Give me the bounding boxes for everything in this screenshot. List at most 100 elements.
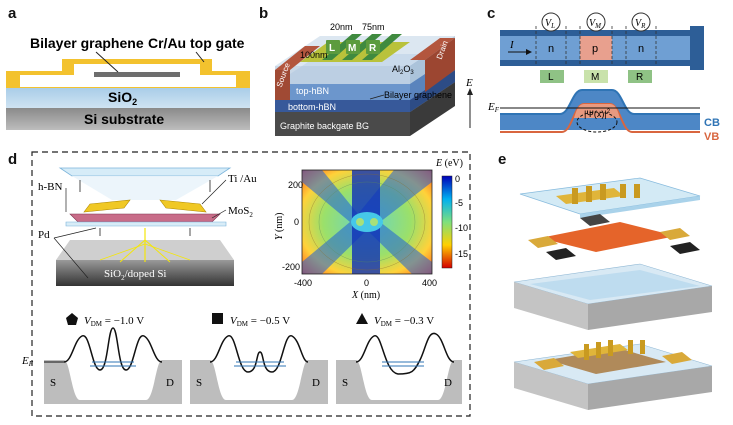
bottom-hbn-front — [275, 100, 410, 112]
pd-gate-line-4 — [99, 243, 146, 261]
tiau-pointer — [201, 179, 227, 205]
mos2-pointer — [211, 209, 227, 219]
map-frame — [301, 169, 433, 275]
colorbar-tick-1: -5 — [455, 198, 463, 208]
map-x-tick-400: 400 — [422, 278, 437, 288]
pd-gate-line-5 — [144, 243, 191, 261]
si-substrate-label: Si substrate — [84, 111, 164, 127]
profile-1-leads — [44, 360, 182, 404]
wavefunction — [576, 111, 618, 133]
panel-b-device-3d: L M R 20nm 75nm 100nm Al2O3 top-hBN Bila… — [275, 22, 473, 136]
pd-gate-line-3 — [144, 239, 171, 263]
profile-1-drain: D — [166, 377, 174, 389]
panel-label-b: b — [259, 5, 269, 22]
triangle-symbol — [356, 313, 368, 324]
panel-d-profiles: VDM = −1.0 V VDM = −0.5 V VDM = −0.3 V E… — [21, 313, 462, 404]
panel-d-potential-map: E (eV) 0 -5 -10 -15 200 0 -200 -400 0 40… — [274, 158, 468, 301]
profile-3-label: VDM = −0.3 V — [374, 315, 434, 328]
e-base-hbn — [530, 270, 700, 300]
gate-R-label: R — [369, 43, 377, 54]
tiau-label: Ti /Au — [228, 173, 257, 185]
gate-bridge — [62, 59, 212, 64]
gate-step-right — [200, 62, 212, 74]
e-assembled-finger-2 — [596, 342, 601, 358]
e-gate-finger-1 — [572, 188, 578, 204]
e-assembled-front — [514, 362, 588, 410]
map-x-label: X (nm) — [351, 290, 380, 301]
fermi-d-label: EF — [21, 355, 34, 368]
tiau-contact-right — [159, 199, 207, 213]
pd-label: Pd — [38, 229, 50, 241]
gate-step-left — [62, 62, 74, 74]
e-assembled-finger-3 — [608, 340, 613, 356]
profile-3-source: S — [342, 377, 348, 389]
dot-L-chip — [540, 70, 564, 83]
hbn-label: h-BN — [38, 181, 63, 193]
topgate-label: Cr/Au top gate — [148, 35, 245, 51]
e-contact-left-2 — [546, 248, 576, 260]
mos2-label: MoS2 — [228, 205, 253, 219]
panel-label-c: c — [487, 5, 496, 22]
gate-M-label: M — [348, 43, 356, 54]
pentagon-symbol — [66, 313, 78, 325]
e-contact-right-2 — [670, 242, 700, 254]
panel-c-band-diagram: I VL VM VR n p n L M R |Ψ(x)|2 EF CB VB — [487, 12, 720, 143]
contour-1 — [318, 181, 416, 263]
dot-right — [370, 218, 378, 226]
psi-label: |Ψ(x)|2 — [584, 109, 611, 119]
map-x-tick-neg400: -400 — [294, 278, 312, 288]
top-hbn-plate — [58, 167, 232, 177]
backgate-side — [410, 82, 455, 136]
e-gate-finger-5 — [634, 184, 640, 198]
profile-1-source: S — [50, 377, 56, 389]
map-y-label: Y (nm) — [274, 212, 285, 240]
al2o3-label: Al2O3 — [392, 64, 414, 76]
current-label: I — [509, 39, 515, 51]
e-contact-top — [580, 214, 610, 226]
dim-20nm: 20nm — [330, 22, 353, 32]
energy-axis-arrow — [467, 88, 473, 95]
current-arrow-head — [526, 49, 532, 55]
gate-VR-label: VR — [635, 18, 646, 30]
e-contact-right-1 — [660, 228, 690, 240]
center-dot-region — [351, 212, 383, 232]
colorbar-tick-0: 0 — [455, 174, 460, 184]
dim-75nm: 75nm — [362, 22, 385, 32]
gate-R-pad — [366, 40, 380, 54]
profile-1-curve — [63, 327, 163, 371]
profile-2-source: S — [196, 377, 202, 389]
e-assembled-flake — [548, 348, 666, 374]
square-symbol — [212, 313, 223, 324]
bottom-hbn-plate — [65, 221, 227, 227]
profile-3-leads — [336, 360, 462, 404]
channel-bottom-edge — [500, 60, 690, 66]
source-contact — [275, 46, 320, 70]
panel-e-exploded-chip — [513, 177, 713, 410]
e-top-hbn-edge — [580, 196, 700, 218]
top-hbn-funnel — [72, 176, 218, 200]
profile-2-curve — [209, 335, 309, 373]
map-y-tick-0: 0 — [294, 217, 299, 227]
e-flake — [540, 222, 676, 252]
drain-contact — [410, 38, 455, 60]
pd-pointer — [53, 237, 89, 279]
panel-label-a: a — [8, 5, 17, 22]
top-hbn-label: top-hBN — [296, 86, 329, 96]
contour-2 — [308, 173, 426, 271]
panel-label-e: e — [498, 151, 507, 168]
gate-VL-label: VL — [545, 18, 555, 30]
colorbar-tick-2: -10 — [455, 223, 468, 233]
e-assembled-contact-1 — [534, 358, 564, 370]
backgate-front — [275, 112, 410, 136]
e-contact-left-1 — [528, 236, 558, 248]
map-x-tick-0: 0 — [364, 278, 369, 288]
region-p: p — [592, 43, 598, 55]
profile-2-drain: D — [312, 377, 320, 389]
colorbar-tick-3: -15 — [455, 249, 468, 259]
substrate-block — [56, 260, 234, 286]
gate-L-pad — [326, 40, 340, 54]
map-y-tick-neg200: -200 — [282, 262, 300, 272]
e-assembled-contact-2 — [662, 352, 692, 364]
e-base-front — [514, 282, 588, 330]
profile-2-leads — [190, 360, 328, 404]
